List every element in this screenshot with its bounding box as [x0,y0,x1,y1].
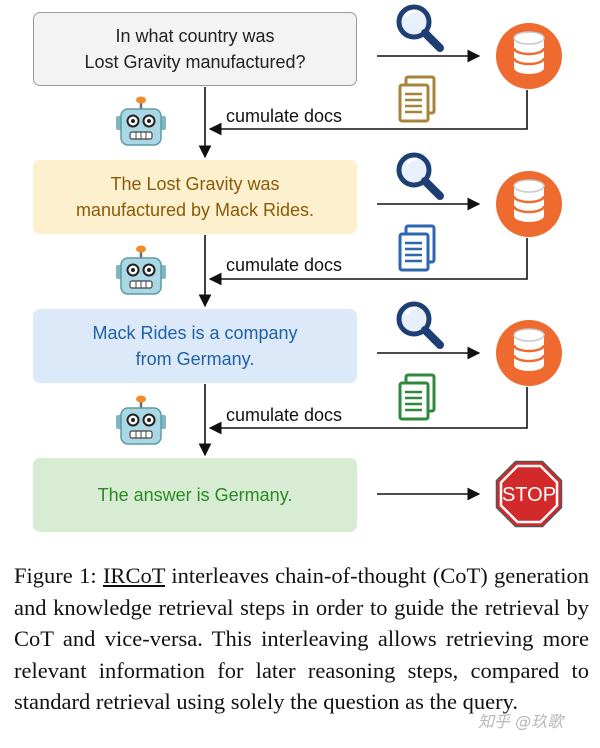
return-arrow-3 [208,387,528,435]
document-icon [398,373,436,421]
database-icon [494,318,564,388]
robot-icon [114,95,168,147]
database-icon [494,21,564,91]
caption-prefix: Figure 1: [14,563,103,588]
question-box: In what country was Lost Gravity manufac… [33,12,357,86]
return-arrow-1 [208,90,528,136]
reasoning-step-2-box: Mack Rides is a company from Germany. [33,309,357,383]
reasoning-step-1-box: The Lost Gravity was manufactured by Mac… [33,160,357,234]
robot-icon [114,394,168,446]
answer-box: The answer is Germany. [33,458,357,532]
caption-text: interleaves chain-of-thought (CoT) gener… [14,563,589,714]
search-icon [399,304,440,345]
diagram-graphics: cumulate docs cumulate docs cumulate doc… [114,0,564,528]
document-icon [398,224,436,272]
database-icon [494,169,564,239]
document-icon [398,75,436,123]
caption-method-name: IRCoT [102,563,166,588]
robot-icon [114,244,168,296]
stop-sign-label: STOP [502,484,556,506]
return-arrow-2 [208,238,528,286]
ircot-diagram: cumulate docs cumulate docs cumulate doc… [33,0,564,532]
figure-caption: Figure 1: IRCoT interleaves chain-of-tho… [14,560,589,718]
watermark: 知乎 @玖歌 [478,712,564,731]
search-icon [399,7,440,48]
search-icon [399,155,440,196]
cumulate-docs-label-2: cumulate docs [226,255,342,275]
cumulate-docs-label-3: cumulate docs [226,405,342,425]
stop-sign-icon: STOP [495,460,563,528]
cumulate-docs-label-1: cumulate docs [226,106,342,126]
